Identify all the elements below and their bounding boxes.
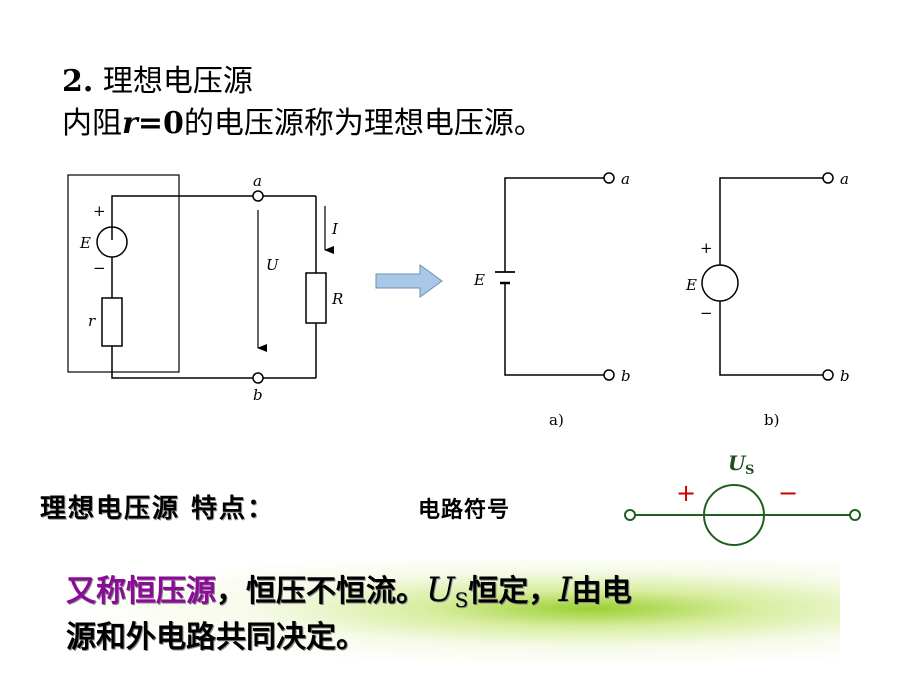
circuit-a-source-label: E (473, 271, 485, 289)
circuit-b-source-label: E (685, 276, 697, 294)
circuit-b-bottom-wire (719, 301, 823, 376)
resistance-variable: r (122, 106, 138, 141)
circuit-b-terminal-a (822, 172, 834, 184)
main-source-label: E (79, 234, 91, 252)
resistance-value: =0 (137, 106, 184, 141)
circuit-symbol-label: 电路符号 (418, 498, 511, 523)
terminal-b (252, 372, 264, 384)
circuit-b-minus-sign: − (700, 304, 713, 322)
definition-suffix: 的电压源称为理想电压源。 (183, 106, 544, 141)
main-plus-sign: + (93, 202, 106, 220)
circuit-b-terminal-a-label: a (840, 170, 849, 188)
circuit-b-top-wire (719, 177, 823, 265)
main-terminal-b-label: b (253, 386, 263, 404)
circuit-b-terminal-b (822, 369, 834, 381)
definition-line: 内阻r=0的电压源称为理想电压源。 (62, 98, 544, 142)
section-number: 2. (62, 64, 94, 99)
symbol-left-terminal (624, 509, 636, 521)
section-heading: 2. 理想电压源 (62, 56, 253, 100)
symbol-plus-sign: + (676, 479, 696, 507)
description-line-2: 源和外电路共同决定。 (66, 620, 366, 655)
top-wire-left (111, 195, 253, 240)
current-label: I (331, 220, 339, 238)
us-subscript: S (454, 588, 469, 612)
determined-by-text: 由电 (571, 574, 632, 609)
circuit-a-terminal-b (603, 369, 615, 381)
alias-text: 又称恒压源 (66, 574, 216, 609)
source-enclosure (67, 174, 180, 373)
internal-resistor (101, 297, 123, 347)
circuit-b-source-circle (701, 264, 739, 302)
highlight-background (60, 560, 840, 668)
terminal-a (252, 190, 264, 202)
transform-arrow-icon (375, 264, 443, 298)
main-circuit (67, 174, 334, 384)
constant-text: 恒定， (468, 574, 559, 609)
load-label: R (331, 290, 343, 308)
section-title: 理想电压源 (102, 64, 253, 99)
circuit-a (495, 172, 615, 381)
circuit-a-bottom-wire (504, 283, 604, 376)
us-variable: U (426, 570, 455, 610)
bottom-wire-left (111, 346, 253, 379)
circuit-b-plus-sign: + (700, 239, 713, 257)
symbol-minus-sign: − (778, 479, 798, 507)
symbol-label-sub: S (745, 463, 754, 478)
features-label: 理想电压源 特点： (40, 494, 276, 524)
symbol-right-terminal (849, 509, 861, 521)
circuit-a-terminal-a (603, 172, 615, 184)
main-terminal-a-label: a (253, 172, 262, 190)
description-line-1: 又称恒压源，恒压不恒流。US恒定，I由电 (66, 566, 632, 612)
load-resistor (305, 272, 327, 324)
circuit-b (701, 172, 834, 381)
circuit-a-terminal-b-label: b (621, 367, 631, 385)
circuit-a-top-wire (504, 177, 604, 272)
internal-resistor-label: r (88, 312, 96, 330)
symbol-label-main: U (728, 451, 747, 475)
voltage-label: U (266, 256, 280, 274)
voltage-source-symbol: + − U S (624, 451, 861, 546)
circuit-a-caption: a) (549, 411, 564, 429)
circuit-b-terminal-b-label: b (840, 367, 850, 385)
circuit-b-caption: b) (764, 411, 779, 429)
main-minus-sign: − (93, 259, 106, 277)
constant-voltage-text: ，恒压不恒流。 (216, 574, 426, 609)
definition-prefix: 内阻 (62, 106, 122, 141)
circuit-a-terminal-a-label: a (621, 170, 630, 188)
current-variable: I (558, 570, 572, 610)
